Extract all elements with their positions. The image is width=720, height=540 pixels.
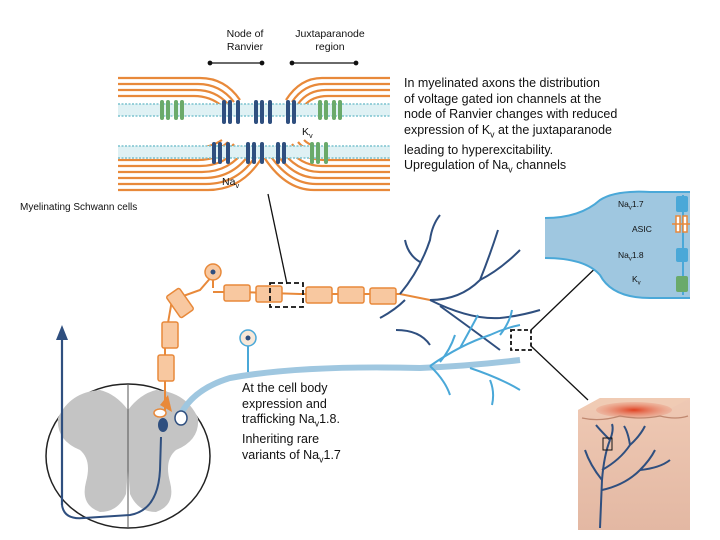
light-dendrites	[429, 309, 521, 406]
dark-dendrites	[379, 214, 541, 351]
kv-terminal-label: Kv	[632, 274, 641, 287]
dorsal-horn-pathway	[61, 436, 162, 520]
kv-channels-top	[160, 100, 342, 120]
kv-channels-bottom	[310, 142, 328, 164]
nav-channels-bottom	[212, 142, 286, 164]
myelinating-schwann-label: Myelinating Schwann cells	[20, 202, 138, 213]
nav17-channel	[676, 196, 688, 212]
magnifier-connector	[267, 193, 288, 285]
schwann-cells	[157, 284, 397, 382]
nav-channels-top	[222, 100, 296, 124]
kv-terminal-channel	[676, 276, 688, 292]
description-text: In myelinated axons the distribution of …	[404, 76, 618, 175]
terminal-zoom-box	[510, 329, 532, 351]
ascending-arrow-head	[56, 325, 68, 340]
myelinated-neuron	[153, 214, 541, 432]
asic-channel	[672, 215, 690, 233]
unmyelinated-neuron	[174, 309, 521, 426]
axon-zoom-box	[269, 282, 304, 308]
nav-label: Nav	[222, 176, 240, 191]
terminal-connector-lower	[530, 345, 589, 401]
cell-body-text: At the cell body expression and traffick…	[242, 381, 341, 464]
node-of-ranvier-magnifier	[118, 60, 390, 192]
kv-label: Kv	[302, 126, 313, 141]
asic-label: ASIC	[632, 224, 652, 234]
nav18-label: Nav1.8	[618, 250, 644, 263]
skin-tissue-block	[578, 398, 690, 530]
left-myelin-sheath	[118, 76, 265, 192]
nav17-label: Nav1.7	[618, 199, 644, 212]
inflammation-spot	[596, 402, 672, 418]
right-myelin-sheath	[261, 76, 390, 192]
nav18-channel	[676, 248, 688, 262]
nerve-terminal	[544, 190, 690, 299]
region-brackets	[207, 60, 359, 66]
